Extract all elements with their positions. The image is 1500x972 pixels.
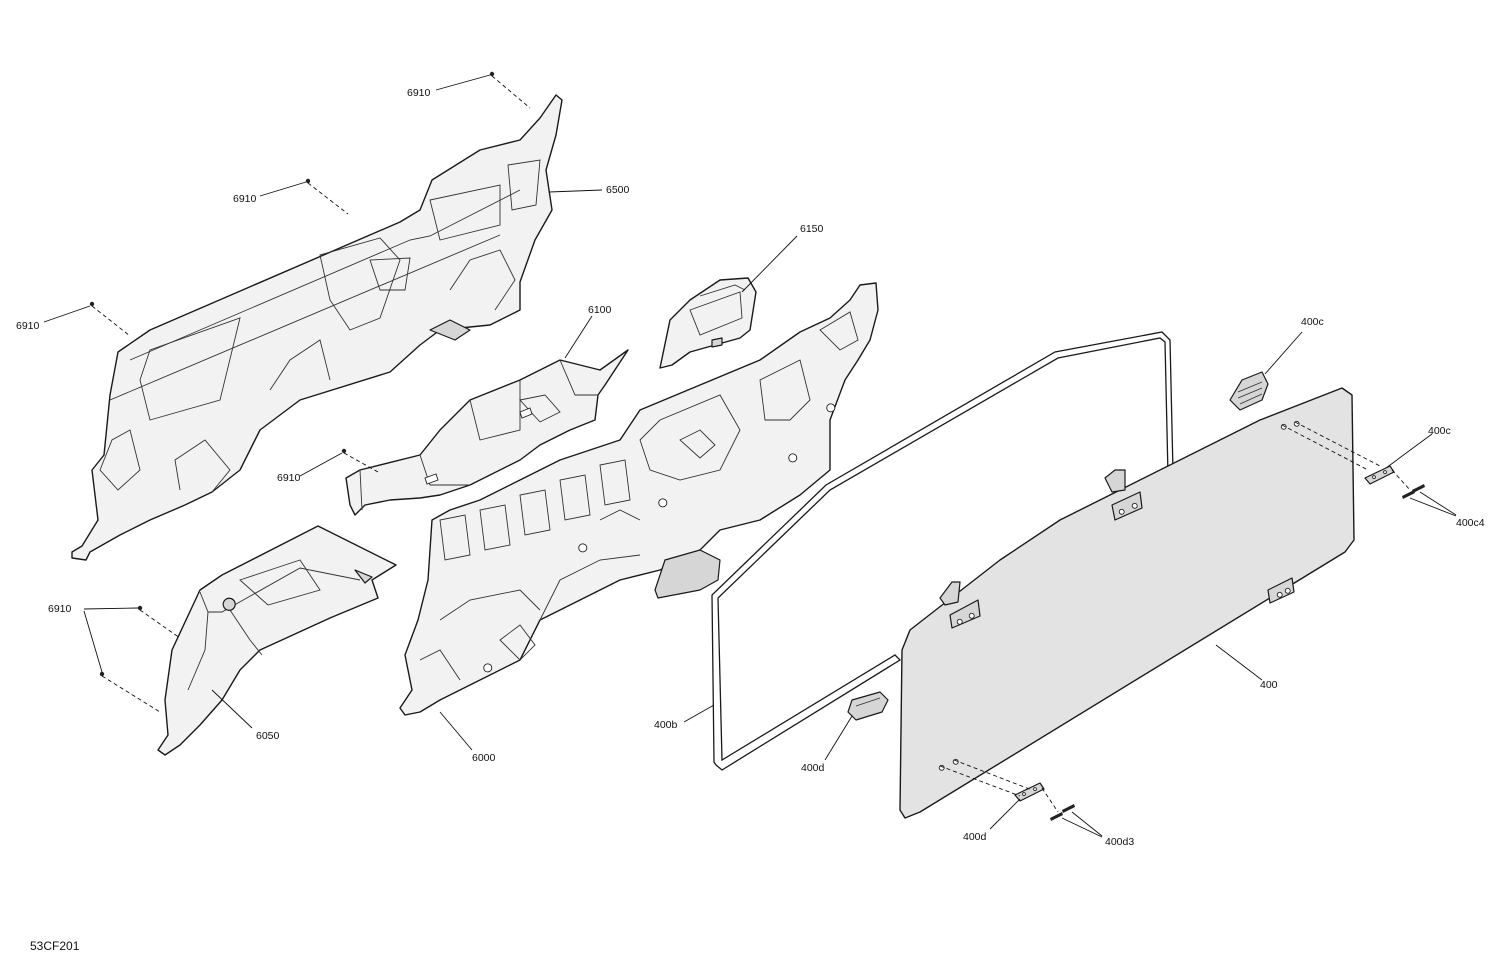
screw-6910-upper	[305, 178, 311, 184]
callout-400d-mid: 400d	[801, 762, 825, 774]
screw-400c4-b	[1412, 484, 1425, 493]
callout-400c-top: 400c	[1301, 316, 1324, 328]
leader-lines	[43, 74, 1457, 838]
screw-6910-top	[489, 71, 495, 77]
part-400b-gasket	[711, 331, 1174, 771]
screw-400c4-a	[1402, 490, 1415, 499]
screw-400d3-a	[1050, 812, 1063, 821]
callout-400c4: 400c4	[1456, 517, 1485, 529]
callout-6910-upper: 6910	[233, 193, 257, 205]
part-400d-latch	[847, 691, 889, 721]
callout-6000: 6000	[472, 752, 496, 764]
callout-6100: 6100	[588, 304, 612, 316]
callout-6500: 6500	[606, 184, 630, 196]
callout-400c-right: 400c	[1428, 425, 1451, 437]
callout-6050: 6050	[256, 730, 280, 742]
part-400-window-panel	[899, 387, 1355, 819]
screw-6910-center	[341, 448, 347, 454]
callout-6910-center: 6910	[277, 472, 301, 484]
callout-6910-left: 6910	[16, 320, 40, 332]
callout-6910-top: 6910	[407, 87, 431, 99]
callout-400d3: 400d3	[1105, 836, 1134, 848]
assembly-lines	[91, 75, 1411, 813]
callout-400d-low: 400d	[963, 831, 987, 843]
part-6050-lower-bracket	[157, 525, 397, 756]
part-6150-cover	[659, 277, 757, 369]
part-6500-upper-panel	[71, 94, 563, 561]
screw-6910-bracket-bottom	[99, 671, 105, 677]
part-6000-lower-panel	[399, 282, 879, 716]
callout-400b: 400b	[654, 719, 678, 731]
callout-6910-bracket: 6910	[48, 603, 72, 615]
screw-400d3-b	[1062, 804, 1075, 813]
drawing-code: 53CF201	[30, 939, 80, 953]
callout-labels: 6910 6910 6910 6910 6910 6500 6150 6100 …	[16, 87, 1485, 848]
part-6100-center-bracket	[345, 349, 629, 516]
screw-6910-bracket-top	[137, 605, 143, 611]
hinge-plate-bottom	[1014, 782, 1045, 802]
callout-400: 400	[1260, 679, 1278, 691]
hinge-plate-right	[1364, 465, 1395, 485]
part-400c-latch	[1229, 371, 1269, 411]
screw-6910-left	[89, 301, 95, 307]
screws	[89, 71, 1425, 821]
callout-6150: 6150	[800, 223, 824, 235]
